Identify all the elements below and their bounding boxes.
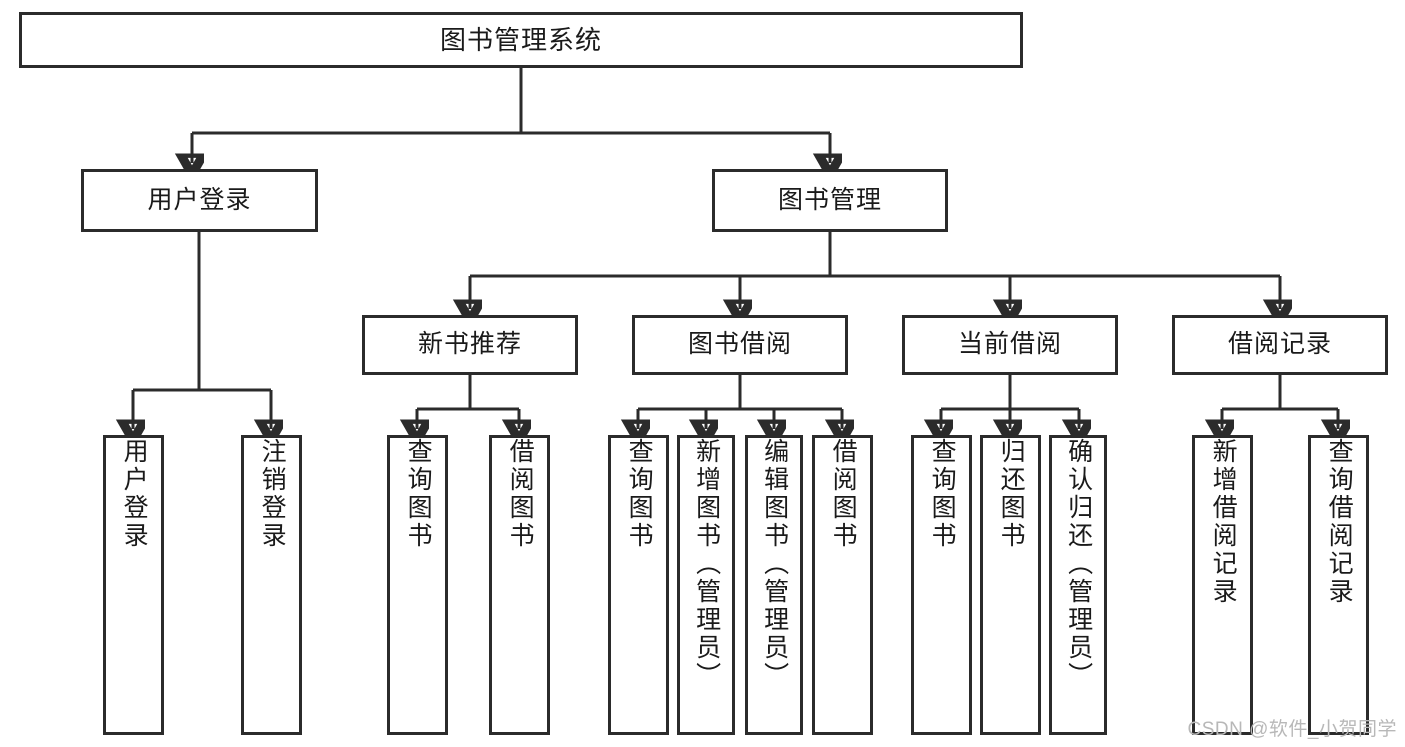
node-book-borrow[interactable]: 图书借阅 xyxy=(632,315,848,375)
node-book-management[interactable]: 图书管理 xyxy=(712,169,948,232)
node-label: 新增借阅记录 xyxy=(1209,438,1238,606)
node-label: 编辑图书（管理员） xyxy=(760,438,789,690)
node-label: 新书推荐 xyxy=(417,330,522,359)
node-label: 查询图书 xyxy=(625,438,654,550)
leaf-return-book[interactable]: 归还图书 xyxy=(980,435,1041,735)
node-label: 图书管理 xyxy=(777,185,882,214)
node-label: 借阅图书 xyxy=(829,438,858,550)
node-root-system[interactable]: 图书管理系统 xyxy=(19,12,1023,68)
node-borrow-record[interactable]: 借阅记录 xyxy=(1172,315,1388,375)
leaf-borrow-book-recommend[interactable]: 借阅图书 xyxy=(489,435,550,735)
leaf-query-book-current[interactable]: 查询图书 xyxy=(911,435,972,735)
node-label: 图书借阅 xyxy=(687,330,792,359)
leaf-user-login[interactable]: 用户登录 xyxy=(103,435,164,735)
leaf-query-borrow-record[interactable]: 查询借阅记录 xyxy=(1308,435,1369,735)
leaf-user-logout[interactable]: 注销登录 xyxy=(241,435,302,735)
node-label: 注销登录 xyxy=(258,438,287,550)
node-label: 图书管理系统 xyxy=(439,24,602,55)
leaf-add-borrow-record[interactable]: 新增借阅记录 xyxy=(1192,435,1253,735)
node-user-login[interactable]: 用户登录 xyxy=(81,169,318,232)
node-label: 确认归还（管理员） xyxy=(1064,438,1093,690)
node-label: 新增图书（管理员） xyxy=(692,438,721,690)
node-current-borrow[interactable]: 当前借阅 xyxy=(902,315,1118,375)
leaf-edit-book-admin[interactable]: 编辑图书（管理员） xyxy=(745,435,803,735)
watermark-text: CSDN @软件_小贺同学 xyxy=(1187,719,1397,740)
leaf-query-book-borrow[interactable]: 查询图书 xyxy=(608,435,669,735)
node-label: 查询借阅记录 xyxy=(1325,438,1354,606)
leaf-borrow-book[interactable]: 借阅图书 xyxy=(812,435,873,735)
leaf-add-book-admin[interactable]: 新增图书（管理员） xyxy=(677,435,735,735)
node-label: 归还图书 xyxy=(997,438,1026,550)
node-label: 借阅记录 xyxy=(1227,330,1332,359)
node-label: 借阅图书 xyxy=(506,438,535,550)
node-label: 查询图书 xyxy=(928,438,957,550)
node-label: 用户登录 xyxy=(120,438,149,550)
leaf-query-book-recommend[interactable]: 查询图书 xyxy=(387,435,448,735)
leaf-confirm-return-admin[interactable]: 确认归还（管理员） xyxy=(1049,435,1107,735)
node-new-book-recommend[interactable]: 新书推荐 xyxy=(362,315,578,375)
node-label: 当前借阅 xyxy=(957,330,1062,359)
node-label: 用户登录 xyxy=(147,185,252,214)
node-label: 查询图书 xyxy=(404,438,433,550)
